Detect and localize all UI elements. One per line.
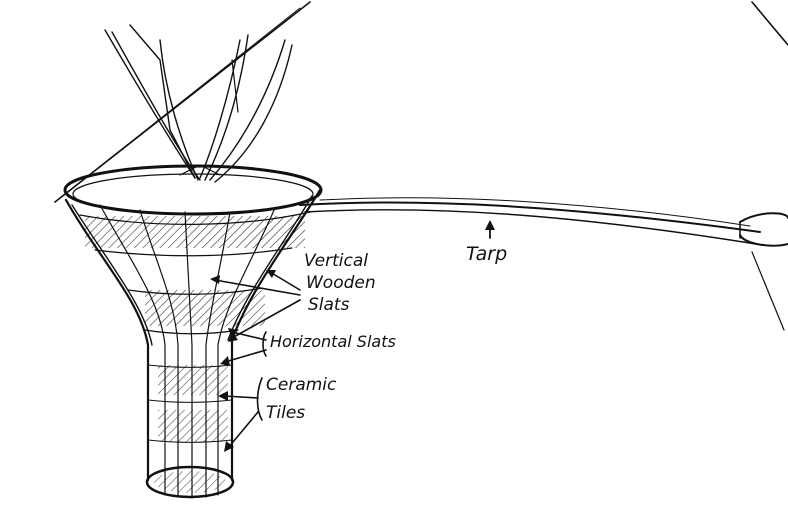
tarp-callout: Tarp bbox=[466, 220, 507, 265]
vertical-label-line1: Vertical bbox=[304, 251, 368, 271]
tarp-lines bbox=[299, 197, 763, 246]
horizontal-label: Horizontal Slats bbox=[270, 332, 396, 351]
ceramic-label-line2: Tiles bbox=[266, 403, 305, 423]
diagonal-support-line bbox=[54, 1, 311, 203]
corner-support-line bbox=[751, 1, 788, 46]
ceramic-tiles-callout: Ceramic Tiles bbox=[218, 375, 337, 452]
horizontal-slats-callout: Horizontal Slats bbox=[220, 328, 396, 366]
ceramic-label-line1: Ceramic bbox=[266, 375, 337, 395]
tarp-label: Tarp bbox=[466, 243, 507, 265]
vertical-slats-callout: Vertical Wooden Slats bbox=[210, 251, 376, 342]
vertical-label-line2: Wooden bbox=[306, 273, 376, 293]
right-anchor-post bbox=[739, 212, 788, 331]
vertical-label-line3: Slats bbox=[308, 295, 350, 315]
